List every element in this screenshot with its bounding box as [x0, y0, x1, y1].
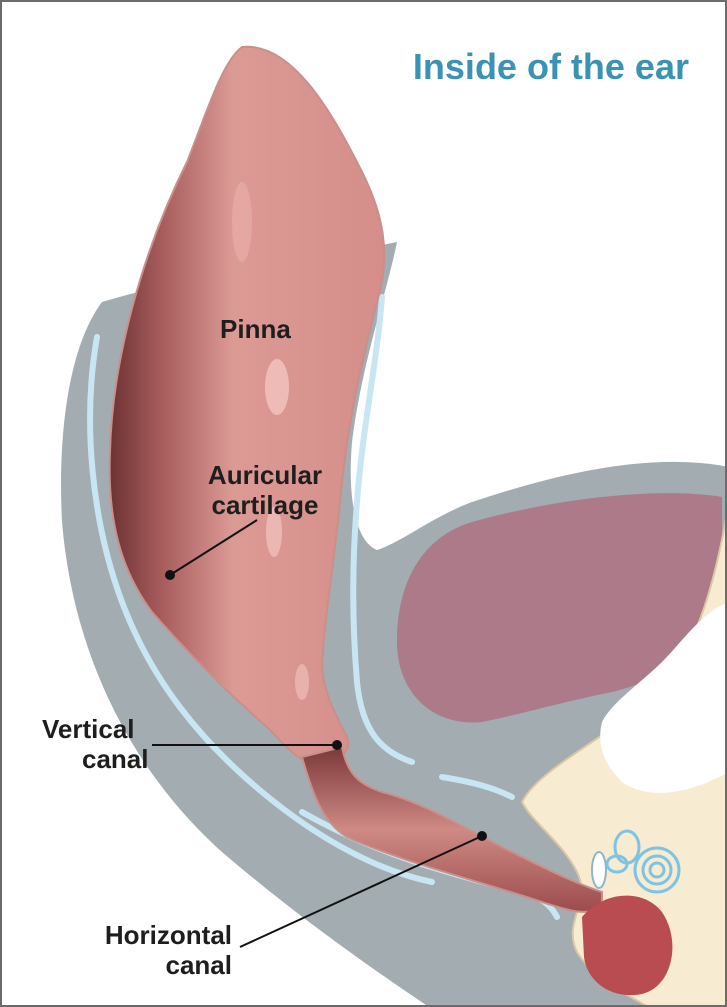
label-horizontal-line2: canal [92, 950, 232, 980]
label-vertical-canal: Vertical canal [42, 714, 152, 774]
label-pinna: Pinna [220, 314, 291, 344]
label-vertical-line1: Vertical [42, 714, 152, 744]
pinna-highlight [232, 182, 252, 262]
label-auricular-line2: cartilage [200, 490, 330, 520]
eardrum [592, 852, 606, 888]
label-horizontal-canal: Horizontal canal [92, 920, 232, 980]
label-vertical-line2: canal [42, 744, 152, 774]
pinna-highlight [265, 359, 289, 415]
label-pinna-text: Pinna [220, 314, 291, 344]
label-auricular-cartilage: Auricular cartilage [200, 460, 330, 520]
label-auricular-line1: Auricular [200, 460, 330, 490]
pinna-highlight [295, 664, 309, 700]
diagram-title: Inside of the ear [413, 46, 689, 88]
label-horizontal-line1: Horizontal [92, 920, 232, 950]
middle-ear [582, 896, 672, 996]
